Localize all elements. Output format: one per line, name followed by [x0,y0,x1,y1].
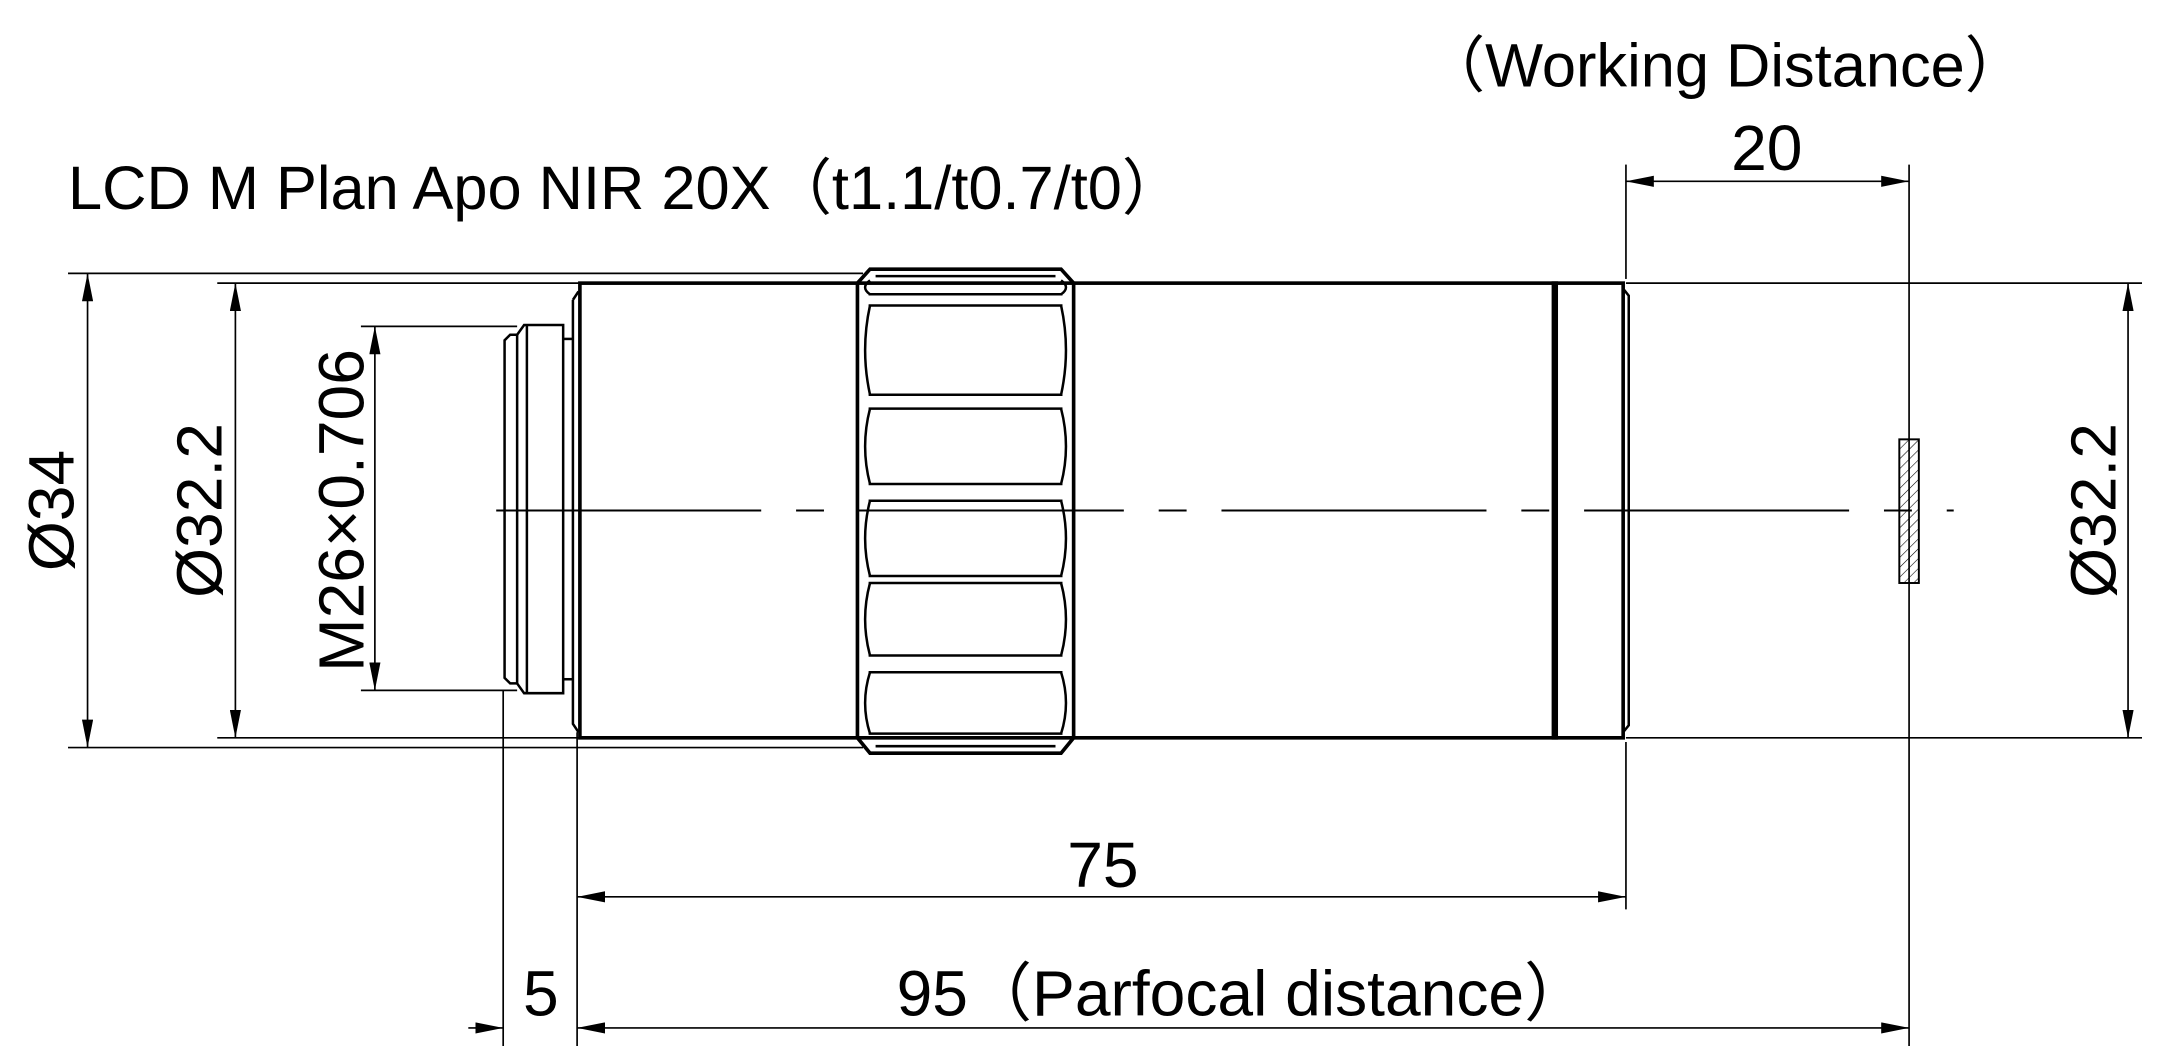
working-distance-label: （Working Distance） [1424,31,2026,100]
dim-thread-length: 5 [523,957,559,1029]
title: LCD M Plan Apo NIR 20X（t1.1/t0.7/t0） [68,154,1183,223]
knurl-ridge [863,408,1068,485]
extension-lines [68,164,2142,1047]
knurl-ridge [863,305,1068,395]
dim-thread: M26×0.706 [306,349,378,672]
dim-body-diameter-right: Ø32.2 [2058,423,2130,598]
dim-working-distance: 20 [1731,112,1802,184]
dimension-lines [81,175,2134,1034]
knurl-ridge [863,279,1068,296]
knurl-ridge [863,500,1068,577]
dim-parfocal: 95（Parfocal distance） [897,957,1589,1029]
knurl-ridge [863,671,1068,735]
dim-outer-diameter: Ø34 [16,450,88,571]
dim-length: 75 [1067,829,1138,901]
knurl-grooves [875,274,1056,748]
objective-body [503,267,1630,755]
dim-body-diameter-left: Ø32.2 [163,423,235,598]
knurl-ridge [863,582,1068,656]
